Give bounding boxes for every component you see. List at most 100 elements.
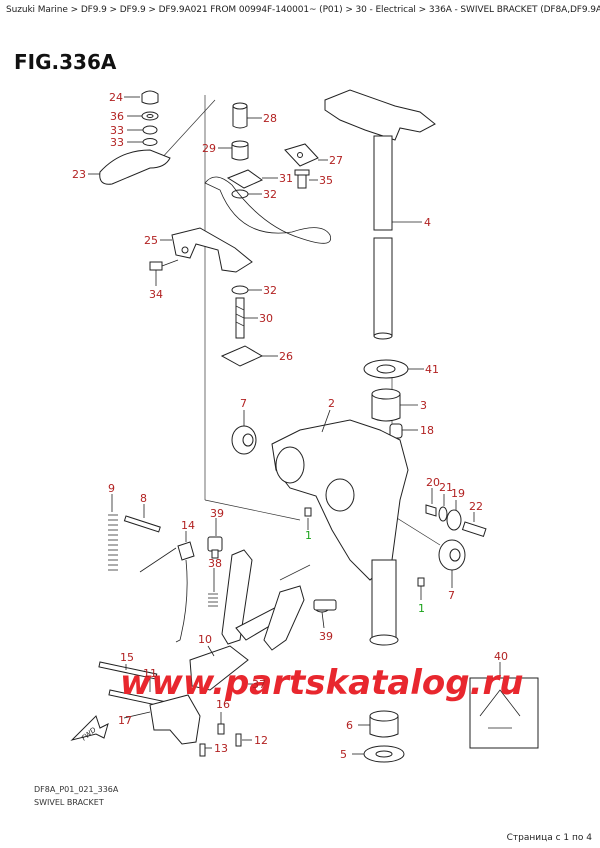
callout-33a[interactable]: 33 (110, 124, 124, 137)
callout-29[interactable]: 29 (202, 142, 216, 155)
callout-15[interactable]: 15 (120, 651, 134, 664)
part-clamp-25[interactable] (171, 227, 253, 273)
callout-3[interactable]: 3 (420, 399, 427, 412)
part-stud-30[interactable] (235, 297, 245, 339)
part-swivel-bracket-2[interactable] (271, 419, 409, 646)
part-pin-16[interactable] (217, 723, 225, 735)
breadcrumb-item-df99-1[interactable]: DF9.9 (80, 5, 107, 15)
part-pin-12[interactable] (235, 733, 242, 747)
part-plate-26[interactable] (220, 345, 264, 367)
part-bush-3[interactable] (371, 388, 401, 422)
callout-39a[interactable]: 39 (210, 507, 224, 520)
breadcrumb: Suzuki Marine > DF9.9 > DF9.9 > DF9.9A02… (6, 5, 600, 15)
callout-18[interactable]: 18 (420, 424, 434, 437)
callout-8[interactable]: 8 (140, 492, 147, 505)
callout-10[interactable]: 10 (198, 633, 212, 646)
part-knob-19[interactable] (446, 509, 462, 531)
callout-36[interactable]: 36 (110, 110, 124, 123)
part-lever-14[interactable] (139, 541, 195, 643)
part-washer-32b[interactable] (231, 285, 249, 295)
callout-28[interactable]: 28 (263, 112, 277, 125)
callout-35[interactable]: 35 (319, 174, 333, 187)
part-washer-36[interactable] (141, 111, 159, 121)
part-bolt-39a[interactable] (207, 536, 223, 559)
part-cap-24[interactable] (141, 90, 159, 105)
callout-7a[interactable]: 7 (240, 397, 247, 410)
part-bush-29[interactable] (231, 140, 249, 161)
part-bush-6[interactable] (369, 710, 399, 738)
part-bolt-39b[interactable] (313, 599, 337, 613)
callout-1a[interactable]: 1 (305, 529, 312, 542)
callout-31[interactable]: 31 (279, 172, 293, 185)
callout-2[interactable]: 2 (328, 397, 335, 410)
breadcrumb-item-df99-2[interactable]: DF9.9 (119, 5, 146, 15)
breadcrumb-item-suzuki-marine[interactable]: Suzuki Marine (6, 5, 68, 15)
part-plate-31[interactable] (226, 169, 264, 189)
part-plate-27[interactable] (284, 143, 319, 167)
part-bushing-7a[interactable] (231, 425, 257, 455)
callout-20[interactable]: 20 (426, 476, 440, 489)
callout-27[interactable]: 27 (329, 154, 343, 167)
callout-16[interactable]: 16 (216, 698, 230, 711)
part-spring-20[interactable] (425, 504, 437, 517)
watermark: www.partskatalog.ru (120, 663, 524, 703)
breadcrumb-item-model[interactable]: DF9.9A021 FROM 00994F-140001~ (P01) (158, 5, 343, 15)
part-spring-9[interactable] (108, 514, 118, 571)
callout-23[interactable]: 23 (72, 168, 86, 181)
part-pin-8[interactable] (123, 515, 161, 533)
callout-38[interactable]: 38 (208, 557, 222, 570)
part-label-40[interactable] (469, 677, 539, 749)
part-screw-34[interactable] (149, 259, 179, 271)
breadcrumb-separator: > (415, 5, 429, 15)
callout-13[interactable]: 13 (214, 742, 228, 755)
callout-30[interactable]: 30 (259, 312, 273, 325)
part-rod-37-group[interactable] (189, 585, 305, 691)
callout-19[interactable]: 19 (451, 487, 465, 500)
part-grease-nipple-1a[interactable] (304, 507, 312, 517)
part-spring-38[interactable] (208, 593, 218, 607)
callout-34[interactable]: 34 (149, 288, 163, 301)
part-grease-nipple-1b[interactable] (417, 577, 425, 587)
callout-32a[interactable]: 32 (263, 188, 277, 201)
callout-6[interactable]: 6 (346, 719, 353, 732)
part-washer-41[interactable] (363, 359, 409, 379)
part-nut-33a[interactable] (142, 125, 158, 135)
callout-1b[interactable]: 1 (418, 602, 425, 615)
cable-loop (204, 176, 332, 244)
callout-7b[interactable]: 7 (448, 589, 455, 602)
callout-25[interactable]: 25 (144, 234, 158, 247)
part-rod-15[interactable] (98, 661, 158, 680)
callout-24[interactable]: 24 (109, 91, 123, 104)
callout-33b[interactable]: 33 (110, 136, 124, 149)
part-bush-28[interactable] (232, 102, 248, 129)
callout-32b[interactable]: 32 (263, 284, 277, 297)
callout-17[interactable]: 17 (118, 714, 132, 727)
figure-caption: SWIVEL BRACKET (34, 798, 104, 807)
callout-40[interactable]: 40 (494, 650, 508, 663)
part-bolt-22[interactable] (461, 521, 487, 538)
callout-37[interactable]: 37 (252, 678, 266, 691)
callout-41[interactable]: 41 (425, 363, 439, 376)
callout-11[interactable]: 11 (143, 667, 157, 680)
callout-14[interactable]: 14 (181, 519, 195, 532)
part-washer-5[interactable] (363, 745, 405, 763)
part-steering-bracket-4[interactable] (324, 89, 436, 340)
part-washer-33b[interactable] (142, 138, 158, 146)
part-bracket-17[interactable] (149, 694, 201, 745)
part-bushing-7b[interactable] (438, 539, 466, 571)
breadcrumb-item-current: 336A - SWIVEL BRACKET (DF8A,DF9.9A) (428, 5, 600, 15)
breadcrumb-item-electrical[interactable]: 30 - Electrical (355, 5, 416, 15)
part-washer-32a[interactable] (231, 189, 249, 199)
callout-21[interactable]: 21 (439, 481, 453, 494)
callout-26[interactable]: 26 (279, 350, 293, 363)
callout-5[interactable]: 5 (340, 748, 347, 761)
part-lever-23[interactable] (99, 149, 171, 185)
callout-9[interactable]: 9 (108, 482, 115, 495)
part-washer-21[interactable] (438, 506, 448, 522)
part-bolt-35[interactable] (294, 169, 310, 189)
callout-12[interactable]: 12 (254, 734, 268, 747)
callout-4[interactable]: 4 (424, 216, 431, 229)
callout-22[interactable]: 22 (469, 500, 483, 513)
callout-39b[interactable]: 39 (319, 630, 333, 643)
part-pin-13[interactable] (199, 743, 206, 757)
